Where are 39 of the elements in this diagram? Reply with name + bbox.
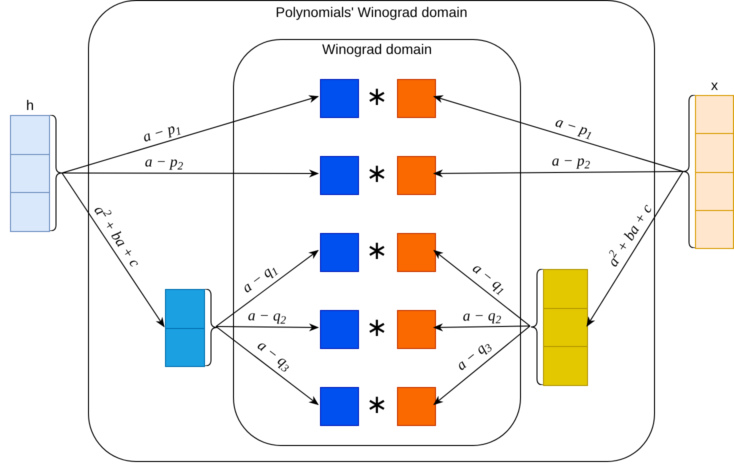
container-title: Polynomials' Winograd domain xyxy=(274,3,468,22)
domain-container xyxy=(88,0,655,462)
multiply-sign: ∗ xyxy=(366,314,388,340)
square-block xyxy=(397,387,436,426)
square-block xyxy=(320,387,359,426)
arrow xyxy=(62,172,165,328)
multiply-sign: ∗ xyxy=(366,160,388,186)
square-block xyxy=(397,310,436,349)
array-block xyxy=(165,289,217,366)
array-name: x xyxy=(710,76,719,95)
square-block xyxy=(320,233,359,272)
domain-container xyxy=(233,39,521,446)
square-block xyxy=(320,156,359,195)
edge-label: a − p$_{2}$ xyxy=(552,154,590,170)
arrow xyxy=(216,326,319,406)
array-block xyxy=(531,269,588,385)
array-name: h xyxy=(25,96,35,115)
arrow xyxy=(62,169,319,178)
square-block xyxy=(397,156,436,195)
container-title: Winograd domain xyxy=(321,40,433,59)
arrow xyxy=(62,95,319,174)
arrow xyxy=(216,323,319,332)
arrow xyxy=(433,326,530,406)
arrow xyxy=(433,323,530,332)
square-block xyxy=(320,79,359,118)
edge-label: a − q$_{2}$ xyxy=(248,309,286,325)
square-block xyxy=(397,233,436,272)
arrow xyxy=(433,250,530,326)
square-block xyxy=(320,310,359,349)
arrow xyxy=(586,171,684,327)
edge-label: a − q$_{2}$ xyxy=(462,308,502,325)
multiply-sign: ∗ xyxy=(366,237,388,263)
arrow xyxy=(433,95,684,172)
square-block xyxy=(397,79,436,118)
multiply-sign: ∗ xyxy=(366,83,388,109)
arrow xyxy=(216,250,319,327)
arrow xyxy=(433,169,684,178)
edge-label: a − p$_{2}$ xyxy=(145,156,184,171)
multiply-sign: ∗ xyxy=(366,391,388,417)
